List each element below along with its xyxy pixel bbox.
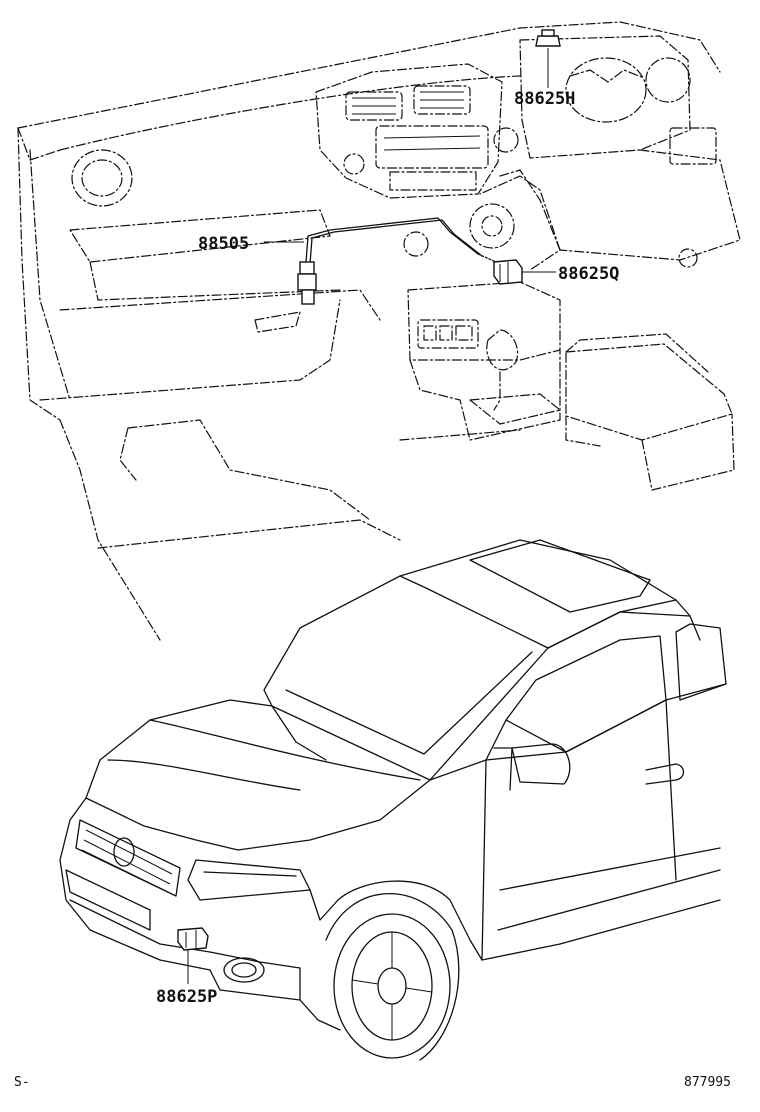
part-88505-cable bbox=[297, 217, 497, 305]
part-88625h-sensor bbox=[535, 29, 561, 47]
callout-88505: 88505 bbox=[198, 234, 249, 254]
callout-88625p: 88625P bbox=[156, 987, 217, 1007]
footer-left-code: S- bbox=[14, 1075, 30, 1090]
vehicle-illustration bbox=[59, 539, 727, 1061]
callout-88625h: 88625H bbox=[514, 89, 575, 109]
callout-88625q: 88625Q bbox=[558, 264, 619, 284]
dashboard-illustration bbox=[17, 21, 741, 641]
part-88625p-sensor bbox=[177, 927, 209, 951]
footer-figure-number: 877995 bbox=[684, 1075, 731, 1090]
leader-lines bbox=[187, 48, 556, 984]
part-88625q-sensor bbox=[493, 259, 523, 285]
